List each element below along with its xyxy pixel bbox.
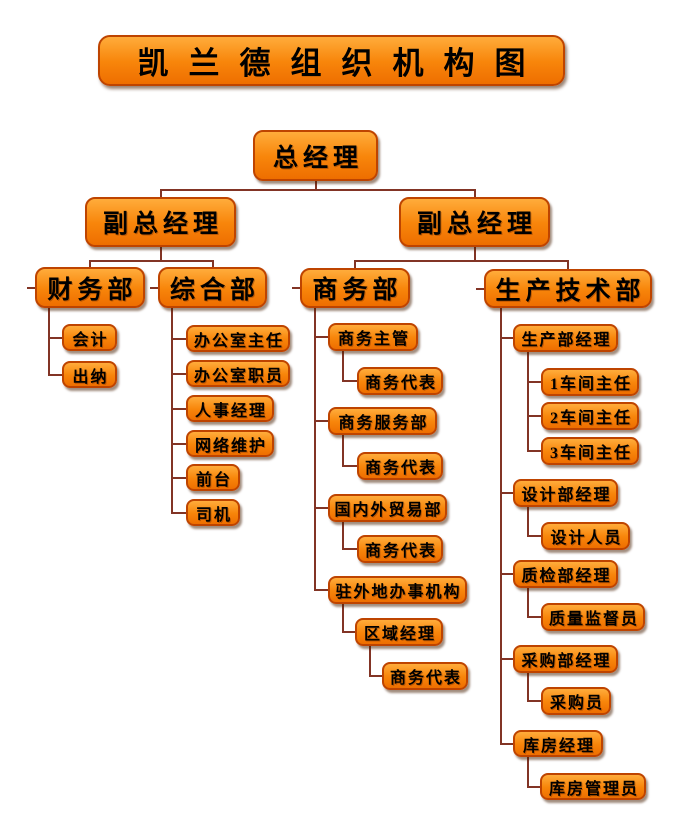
org-node-quality-supervisor: 质量监督员 <box>541 603 645 631</box>
org-node-business-rep-4: 商务代表 <box>382 662 468 690</box>
org-node-regional-manager: 区域经理 <box>355 618 443 646</box>
org-node-qc-dept-manager: 质检部经理 <box>513 560 618 588</box>
connector-line <box>342 351 344 382</box>
connector-line <box>89 261 91 267</box>
connector-line <box>500 573 513 575</box>
connector-line <box>500 743 513 745</box>
chart-title: 凯兰德组织机构图 <box>98 35 565 86</box>
org-node-design-staff: 设计人员 <box>541 522 630 550</box>
connector-line <box>354 260 569 262</box>
connector-line <box>314 308 316 591</box>
org-node-warehouse-manager: 库房经理 <box>513 730 603 757</box>
connector-line <box>527 415 541 417</box>
connector-line <box>342 435 344 467</box>
org-node-hr-manager: 人事经理 <box>186 395 274 422</box>
org-node-office-clerk: 办公室职员 <box>186 360 290 387</box>
connector-line <box>171 308 173 514</box>
connector-line <box>342 631 355 633</box>
connector-line <box>527 352 529 452</box>
connector-line <box>474 190 476 197</box>
connector-line <box>48 337 62 339</box>
connector-line <box>342 604 344 633</box>
org-node-business-dept: 商务部 <box>300 268 410 308</box>
chart-title-text: 凯兰德组织机构图 <box>137 46 546 81</box>
connector-line <box>500 658 513 660</box>
org-node-warehouse-admin: 库房管理员 <box>540 773 646 800</box>
org-node-field-offices: 驻外地办事机构 <box>328 576 467 604</box>
connector-line <box>160 189 476 191</box>
connector-line <box>527 786 540 788</box>
connector-line <box>369 675 382 677</box>
connector-line <box>567 261 569 269</box>
connector-line <box>160 247 162 261</box>
connector-line <box>474 247 476 261</box>
org-node-production-dept-manager: 生产部经理 <box>513 324 618 352</box>
connector-line <box>314 507 328 509</box>
connector-line <box>171 338 186 340</box>
connector-line <box>342 465 357 467</box>
org-node-network-maintenance: 网络维护 <box>186 430 274 457</box>
connector-line <box>527 381 541 383</box>
connector-line <box>342 522 344 550</box>
connector-line <box>500 308 502 745</box>
connector-line <box>314 589 328 591</box>
connector-line <box>369 646 371 677</box>
org-node-workshop-2-director: 2车间主任 <box>541 402 639 430</box>
connector-line <box>527 450 541 452</box>
org-node-workshop-3-director: 3车间主任 <box>541 437 639 465</box>
org-node-business-supervisor: 商务主管 <box>328 323 418 351</box>
org-node-purchaser: 采购员 <box>541 687 611 715</box>
connector-line <box>89 260 214 262</box>
connector-line <box>292 287 300 289</box>
connector-line <box>171 373 186 375</box>
org-node-driver: 司机 <box>186 499 240 526</box>
org-node-cashier: 出纳 <box>62 361 117 388</box>
connector-line <box>314 420 328 422</box>
org-node-design-dept-manager: 设计部经理 <box>513 479 618 507</box>
connector-line <box>527 616 541 618</box>
connector-line <box>171 477 186 479</box>
connector-line <box>527 673 529 702</box>
connector-line <box>314 336 328 338</box>
connector-line <box>500 492 513 494</box>
connector-line <box>48 308 50 376</box>
org-node-production-tech-dept: 生产技术部 <box>484 269 652 308</box>
connector-line <box>48 374 62 376</box>
org-node-purchasing-dept-manager: 采购部经理 <box>513 645 618 673</box>
org-node-deputy-general-manager-left: 副总经理 <box>85 197 236 247</box>
connector-line <box>354 261 356 268</box>
org-node-office-director: 办公室主任 <box>186 325 290 352</box>
connector-line <box>476 288 484 290</box>
connector-line <box>160 190 162 197</box>
connector-line <box>527 700 541 702</box>
connector-line <box>500 337 513 339</box>
org-node-general-manager: 总经理 <box>253 130 378 181</box>
org-node-deputy-general-manager-right: 副总经理 <box>399 197 550 247</box>
connector-line <box>342 548 357 550</box>
org-node-domestic-foreign-trade-dept: 国内外贸易部 <box>328 494 447 522</box>
connector-line <box>527 588 529 618</box>
connector-line <box>171 443 186 445</box>
org-node-finance-dept: 财务部 <box>35 267 145 308</box>
org-node-business-rep-2: 商务代表 <box>357 452 443 480</box>
connector-line <box>315 181 317 190</box>
org-node-business-service-dept: 商务服务部 <box>328 407 437 435</box>
connector-line <box>27 287 35 289</box>
org-node-workshop-1-director: 1车间主任 <box>541 368 639 396</box>
org-node-accountant: 会计 <box>62 324 117 351</box>
connector-line <box>212 261 214 267</box>
org-node-business-rep-1: 商务代表 <box>357 367 443 395</box>
org-node-front-desk: 前台 <box>186 464 240 491</box>
connector-line <box>527 535 541 537</box>
connector-line <box>342 380 357 382</box>
connector-line <box>171 408 186 410</box>
connector-line <box>150 287 158 289</box>
connector-line <box>171 512 186 514</box>
connector-line <box>527 507 529 537</box>
connector-line <box>527 757 529 788</box>
org-node-business-rep-3: 商务代表 <box>357 535 443 563</box>
org-node-general-affairs-dept: 综合部 <box>158 267 267 308</box>
